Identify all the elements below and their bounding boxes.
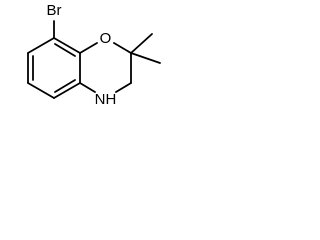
bond-c4a-c5 [53,82,81,99]
bond-c2-methyl-2 [130,52,161,64]
molecule-structure-diagram: Br O NH [27,2,161,108]
oxygen-label: O [100,30,112,47]
benzene-ring [27,37,81,99]
bond-c2-methyl-1 [130,33,153,54]
bromine-label: Br [47,2,62,19]
double-bond-c8-c8a [54,43,76,57]
nh-label: NH [95,91,117,108]
oxazine-ring [79,42,132,93]
bond-c5-c6 [27,82,55,99]
bond-c7-c8 [27,37,55,54]
bond-c8a-o [79,42,98,54]
bond-c3-n [115,82,132,93]
bond-c8-c8a [53,37,81,54]
double-bond-c4a-c5 [54,79,76,93]
bond-o-c2 [113,42,132,54]
bond-n-c4a [79,82,96,93]
